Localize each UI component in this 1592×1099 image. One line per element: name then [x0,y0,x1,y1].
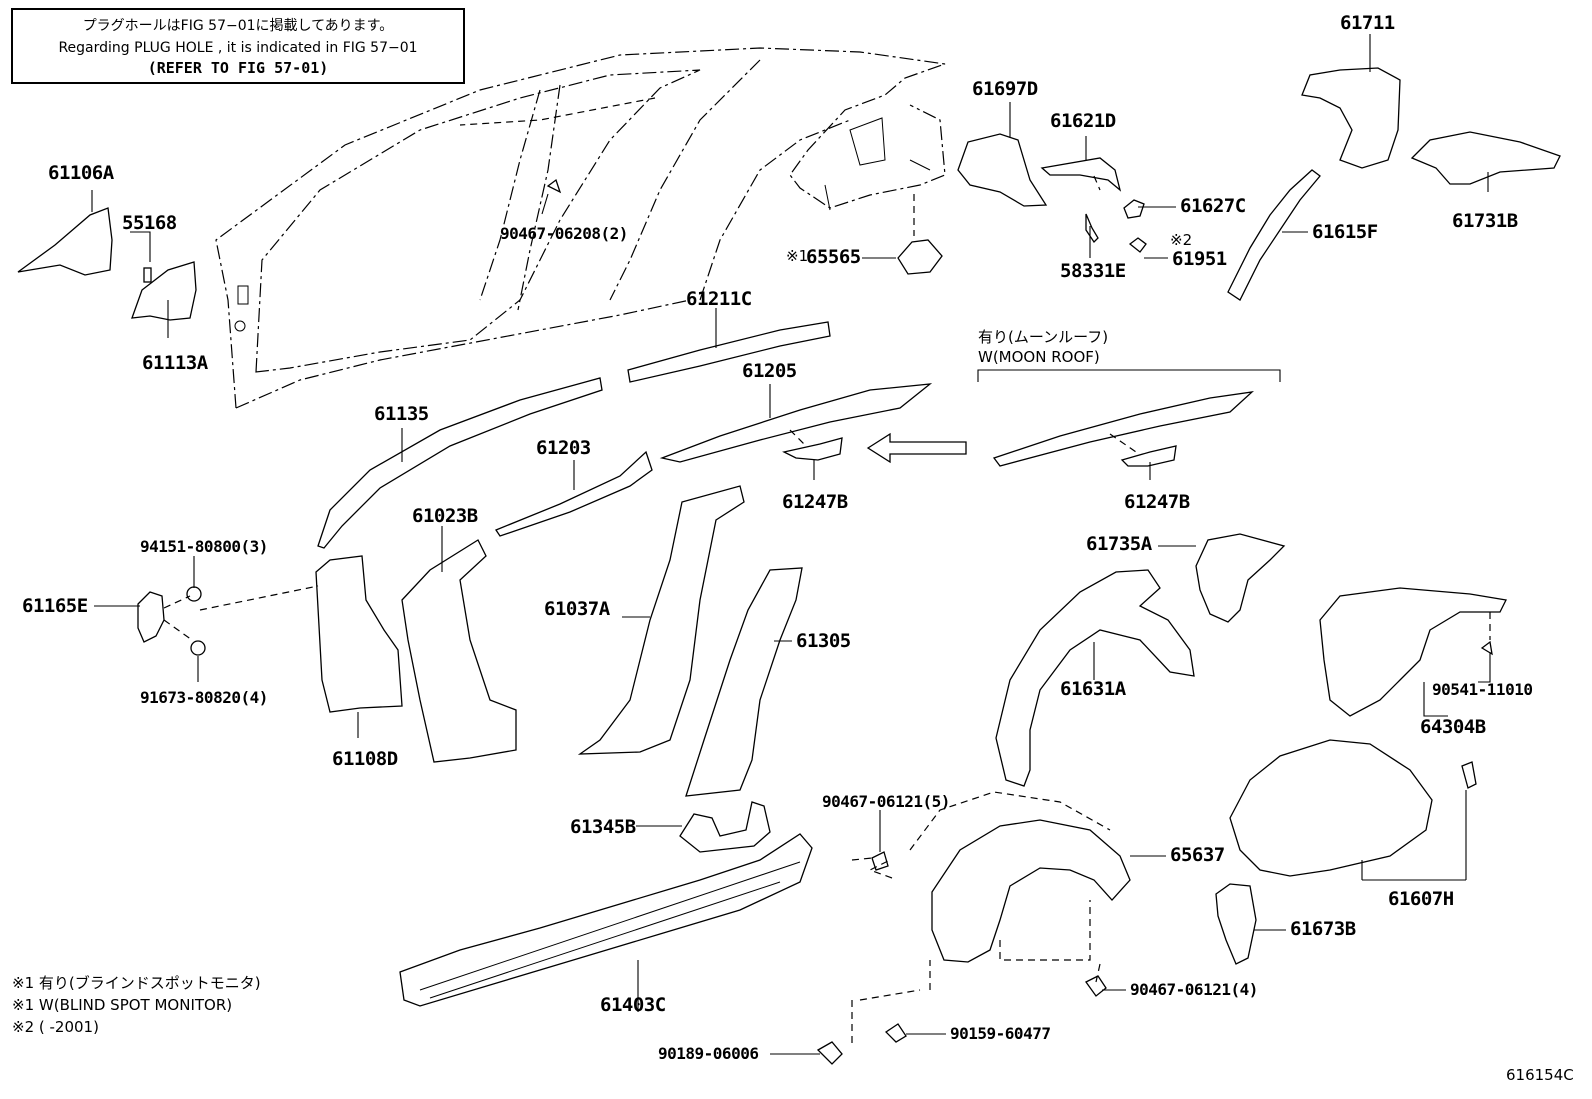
part-61673B-shape [1215,883,1257,965]
label-61305[interactable]: 61305 [796,630,851,652]
moon-roof-arrow [866,432,967,464]
label-90467-06208[interactable]: 90467-06208(2) [500,224,628,243]
part-61135-shape [317,377,603,549]
part-64304B-shape [1319,587,1507,717]
part-61627C-shape [1123,199,1145,219]
label-61113A[interactable]: 61113A [142,352,208,374]
label-61023B[interactable]: 61023B [412,505,478,527]
label-61403C[interactable]: 61403C [600,994,666,1016]
label-65637[interactable]: 65637 [1170,844,1225,866]
moon-roof-bracket [977,369,1281,382]
plug-hole-notice: プラグホールはFIG 57−01に掲載してあります。 Regarding PLU… [11,8,465,84]
label-61621D[interactable]: 61621D [1050,110,1116,132]
label-61106A[interactable]: 61106A [48,162,114,184]
part-61023B-shape [401,539,517,763]
part-61247B-b-shape [1120,445,1177,467]
part-61305-shape [685,567,803,797]
part-65637-shape [931,819,1131,963]
part-90467-06121-4-shape [1085,975,1107,997]
part-65637-outline [909,791,1111,990]
part-61205-shape [659,383,933,463]
part-61951-shape [1128,237,1147,253]
part-61711-shape [1301,67,1401,169]
part-90159-shape [884,1023,907,1043]
part-90541-shape [1480,640,1493,656]
label-90159-60477[interactable]: 90159-60477 [950,1024,1051,1043]
body-side-outer-panel [215,47,946,409]
part-61205-moonroof-shape [992,391,1255,467]
part-61247B-a-shape [782,437,843,461]
label-65565[interactable]: 65565 [806,246,861,268]
part-58331E-shape [1085,213,1099,244]
part-61106A-shape [17,207,113,276]
part-61108D-shape [315,555,403,713]
label-61037A[interactable]: 61037A [544,598,610,620]
part-61345B-shape [679,801,771,853]
label-61627C[interactable]: 61627C [1180,195,1246,217]
part-55168-shape [143,267,152,283]
label-58331E[interactable]: 58331E [1060,260,1126,282]
part-61113A-shape [131,261,197,321]
label-61607H[interactable]: 61607H [1388,888,1454,910]
part-61731B-shape [1410,131,1561,185]
label-61673B[interactable]: 61673B [1290,918,1356,940]
notice-line-ref: (REFER TO FIG 57-01) [147,59,329,77]
footnote-1-en: ※1 W(BLIND SPOT MONITOR) [12,996,233,1014]
label-94151-80800[interactable]: 94151-80800(3) [140,537,268,556]
part-61697D-shape [957,133,1048,207]
part-61615F-shape [1227,169,1321,301]
label-61205[interactable]: 61205 [742,360,797,382]
part-61607H-shape [1229,739,1433,877]
label-61735A[interactable]: 61735A [1086,533,1152,555]
moon-roof-note-jp: 有り(ムーンルーフ) [978,328,1109,346]
part-61621D-shape [1040,157,1122,192]
label-61631A[interactable]: 61631A [1060,678,1126,700]
label-91673-80820[interactable]: 91673-80820(4) [140,688,268,707]
mark-2-61951: ※2 [1170,231,1193,249]
label-61345B[interactable]: 61345B [570,816,636,838]
part-61165E-shape [137,591,165,643]
part-61211C-shape [627,321,831,383]
label-90467-06121-4[interactable]: 90467-06121(4) [1130,980,1258,999]
part-90467-06121-5-shape [871,851,889,871]
part-61607H-clip-shape [1461,761,1477,789]
part-61631A-shape [995,569,1195,787]
part-91673-shape [190,640,206,656]
mark-1-65565: ※1 [786,247,809,265]
part-61403C-shape [399,833,813,1007]
label-61697D[interactable]: 61697D [972,78,1038,100]
label-61247B-a[interactable]: 61247B [782,491,848,513]
part-94151-shape [186,586,202,602]
label-61951[interactable]: 61951 [1172,248,1227,270]
label-61711[interactable]: 61711 [1340,12,1395,34]
label-90541-11010[interactable]: 90541-11010 [1432,680,1533,699]
label-61731B[interactable]: 61731B [1452,210,1518,232]
leader-lines [91,34,1491,1055]
part-61735A-shape [1195,533,1286,623]
label-61108D[interactable]: 61108D [332,748,398,770]
label-61135[interactable]: 61135 [374,403,429,425]
part-65565-shape [897,239,943,275]
label-64304B[interactable]: 64304B [1420,716,1486,738]
label-90467-06121-5[interactable]: 90467-06121(5) [822,792,950,811]
notice-line-jp: プラグホールはFIG 57−01に掲載してあります。 [82,18,394,34]
footnote-2: ※2 ( -2001) [12,1018,99,1036]
moon-roof-note-en: W(MOON ROOF) [978,348,1100,366]
part-90467-06208-shape [546,178,562,194]
label-61203[interactable]: 61203 [536,437,591,459]
part-61203-shape [495,450,653,537]
footnote-1-jp: ※1 有り(ブラインドスポットモニタ) [12,974,261,992]
label-55168[interactable]: 55168 [122,212,177,234]
figure-code: 616154C [1506,1066,1574,1084]
label-61615F[interactable]: 61615F [1312,221,1378,243]
part-90189-shape [816,1041,843,1065]
label-61211C[interactable]: 61211C [686,288,752,310]
label-90189-06006[interactable]: 90189-06006 [658,1044,759,1063]
part-61037A-shape [577,485,745,755]
notice-line-en: Regarding PLUG HOLE , it is indicated in… [58,40,418,56]
label-61247B-b[interactable]: 61247B [1124,491,1190,513]
label-61165E[interactable]: 61165E [22,595,88,617]
